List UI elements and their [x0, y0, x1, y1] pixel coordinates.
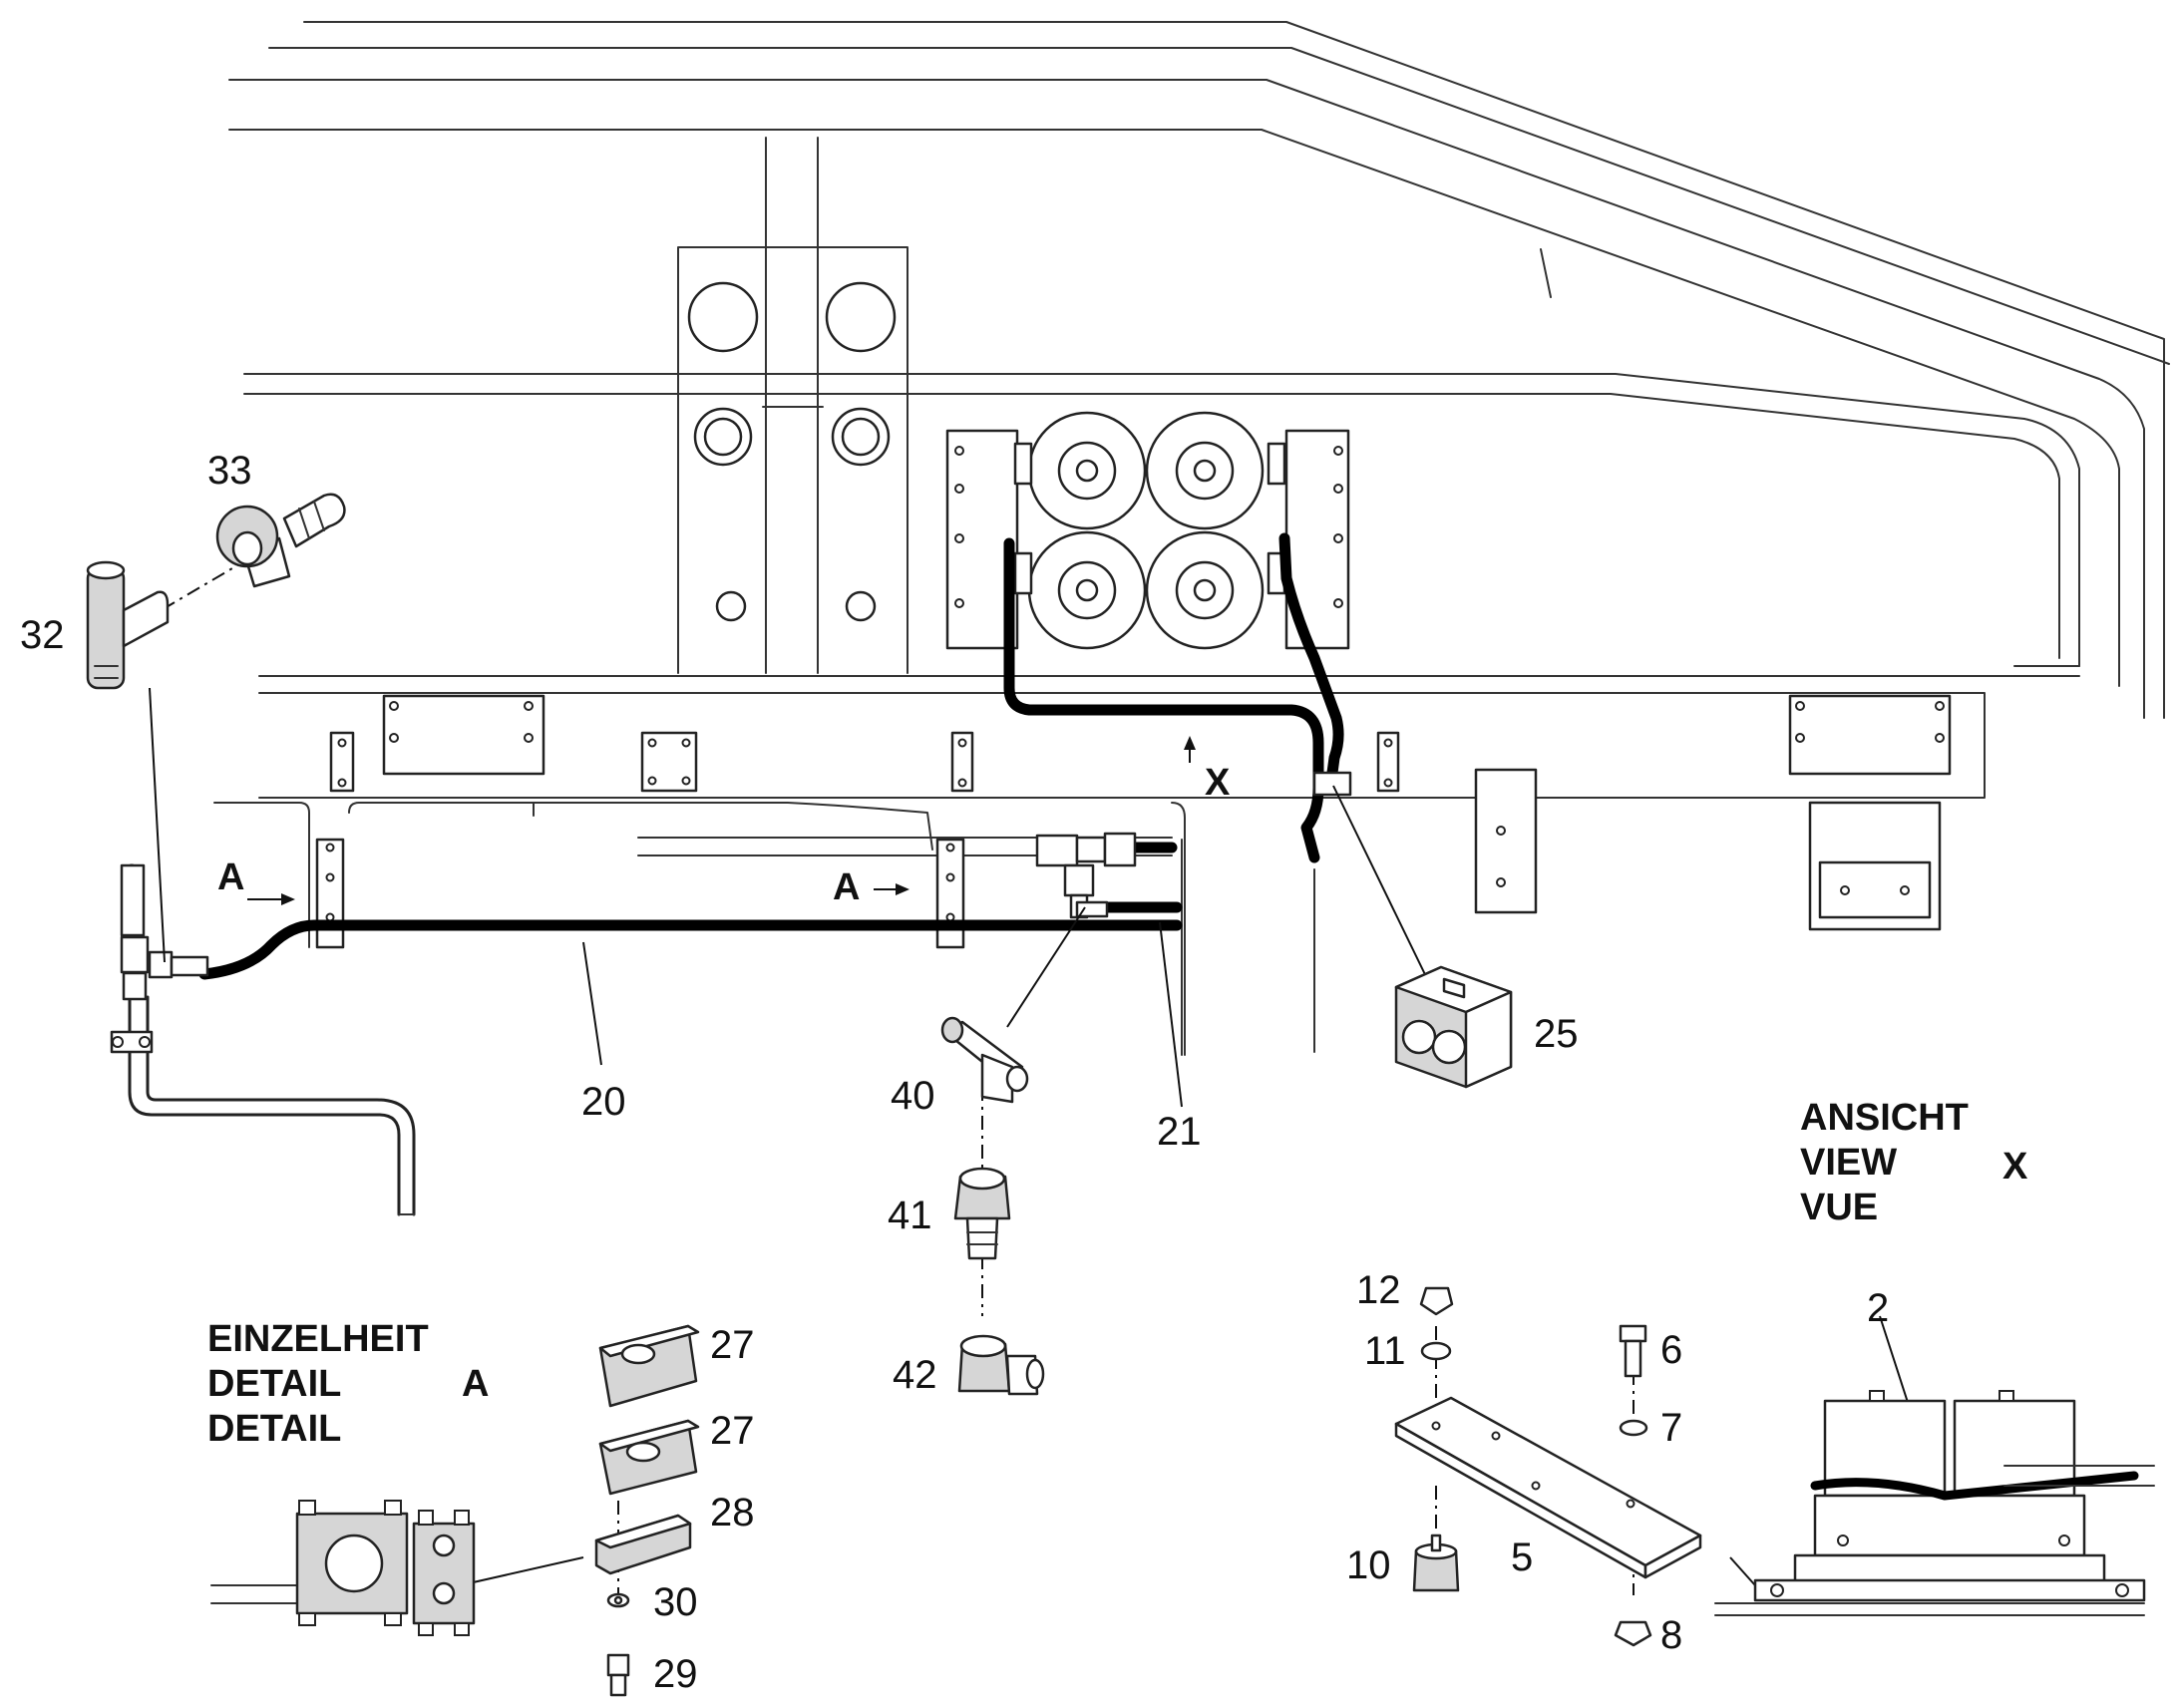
section-arrows: [247, 736, 1196, 905]
callout-27-top: 27: [710, 1323, 755, 1367]
callout-21: 21: [1157, 1110, 1202, 1154]
view-x-line3: VUE: [1800, 1187, 1878, 1228]
callout-12: 12: [1356, 1268, 1401, 1312]
detail-a-parts: [594, 1324, 700, 1697]
callout-8: 8: [1660, 1613, 1682, 1657]
view-x-title: ANSICHT VIEW VUE X: [1800, 1097, 2028, 1228]
hose-clamp: [1312, 771, 1352, 797]
tee-assembly-middle: [1035, 832, 1137, 919]
detail-a-line1: EINZELHEIT: [207, 1318, 429, 1360]
callout-20: 20: [581, 1080, 626, 1124]
view-x-parts: [1394, 1286, 1702, 1647]
part-25-clamp: [1394, 965, 1513, 1089]
view-x-ref: X: [2002, 1146, 2028, 1188]
callout-30: 30: [653, 1580, 698, 1624]
callout-41: 41: [888, 1194, 932, 1237]
detail-a-line2: DETAIL: [207, 1363, 341, 1405]
callout-40: 40: [891, 1074, 935, 1118]
callout-25: 25: [1534, 1012, 1579, 1056]
detail-a-ref: A: [462, 1363, 489, 1405]
section-a-marker-middle: A: [833, 866, 860, 908]
callout-labels: 33 32 20 21 25 40 41 42 27 27 28 30 29 1…: [20, 449, 1889, 1696]
callout-2: 2: [1867, 1286, 1889, 1330]
hose-lines: [126, 532, 1344, 1216]
callout-6: 6: [1660, 1328, 1682, 1372]
view-x-marker: X: [1205, 762, 1231, 804]
callout-33: 33: [207, 449, 252, 493]
view-x-unit: [1714, 1390, 2155, 1616]
detail-a-assembly: [210, 1500, 476, 1636]
part-41-adapter: [953, 1167, 1011, 1260]
section-a-marker-left: A: [217, 856, 244, 898]
detail-a-title: EINZELHEIT DETAIL DETAIL A: [207, 1318, 489, 1450]
callout-5: 5: [1511, 1536, 1533, 1579]
part-32-tee: [86, 560, 170, 690]
callout-10: 10: [1346, 1543, 1391, 1587]
callout-32: 32: [20, 613, 65, 657]
tee-assembly-left: [110, 863, 209, 1054]
callout-27-bottom: 27: [710, 1409, 755, 1453]
part-40-tee: [940, 1016, 1029, 1104]
view-x-line2: VIEW: [1800, 1142, 1897, 1184]
part-33-fitting: [215, 493, 346, 588]
callout-28: 28: [710, 1491, 755, 1535]
part-42-elbow: [957, 1334, 1045, 1396]
callout-7: 7: [1660, 1406, 1682, 1450]
callout-29: 29: [653, 1652, 698, 1696]
view-x-line1: ANSICHT: [1800, 1097, 1969, 1139]
callout-11: 11: [1364, 1329, 1406, 1373]
marker-labels: X A A: [217, 762, 1231, 908]
detail-a-line3: DETAIL: [207, 1408, 341, 1450]
callout-42: 42: [893, 1353, 937, 1397]
